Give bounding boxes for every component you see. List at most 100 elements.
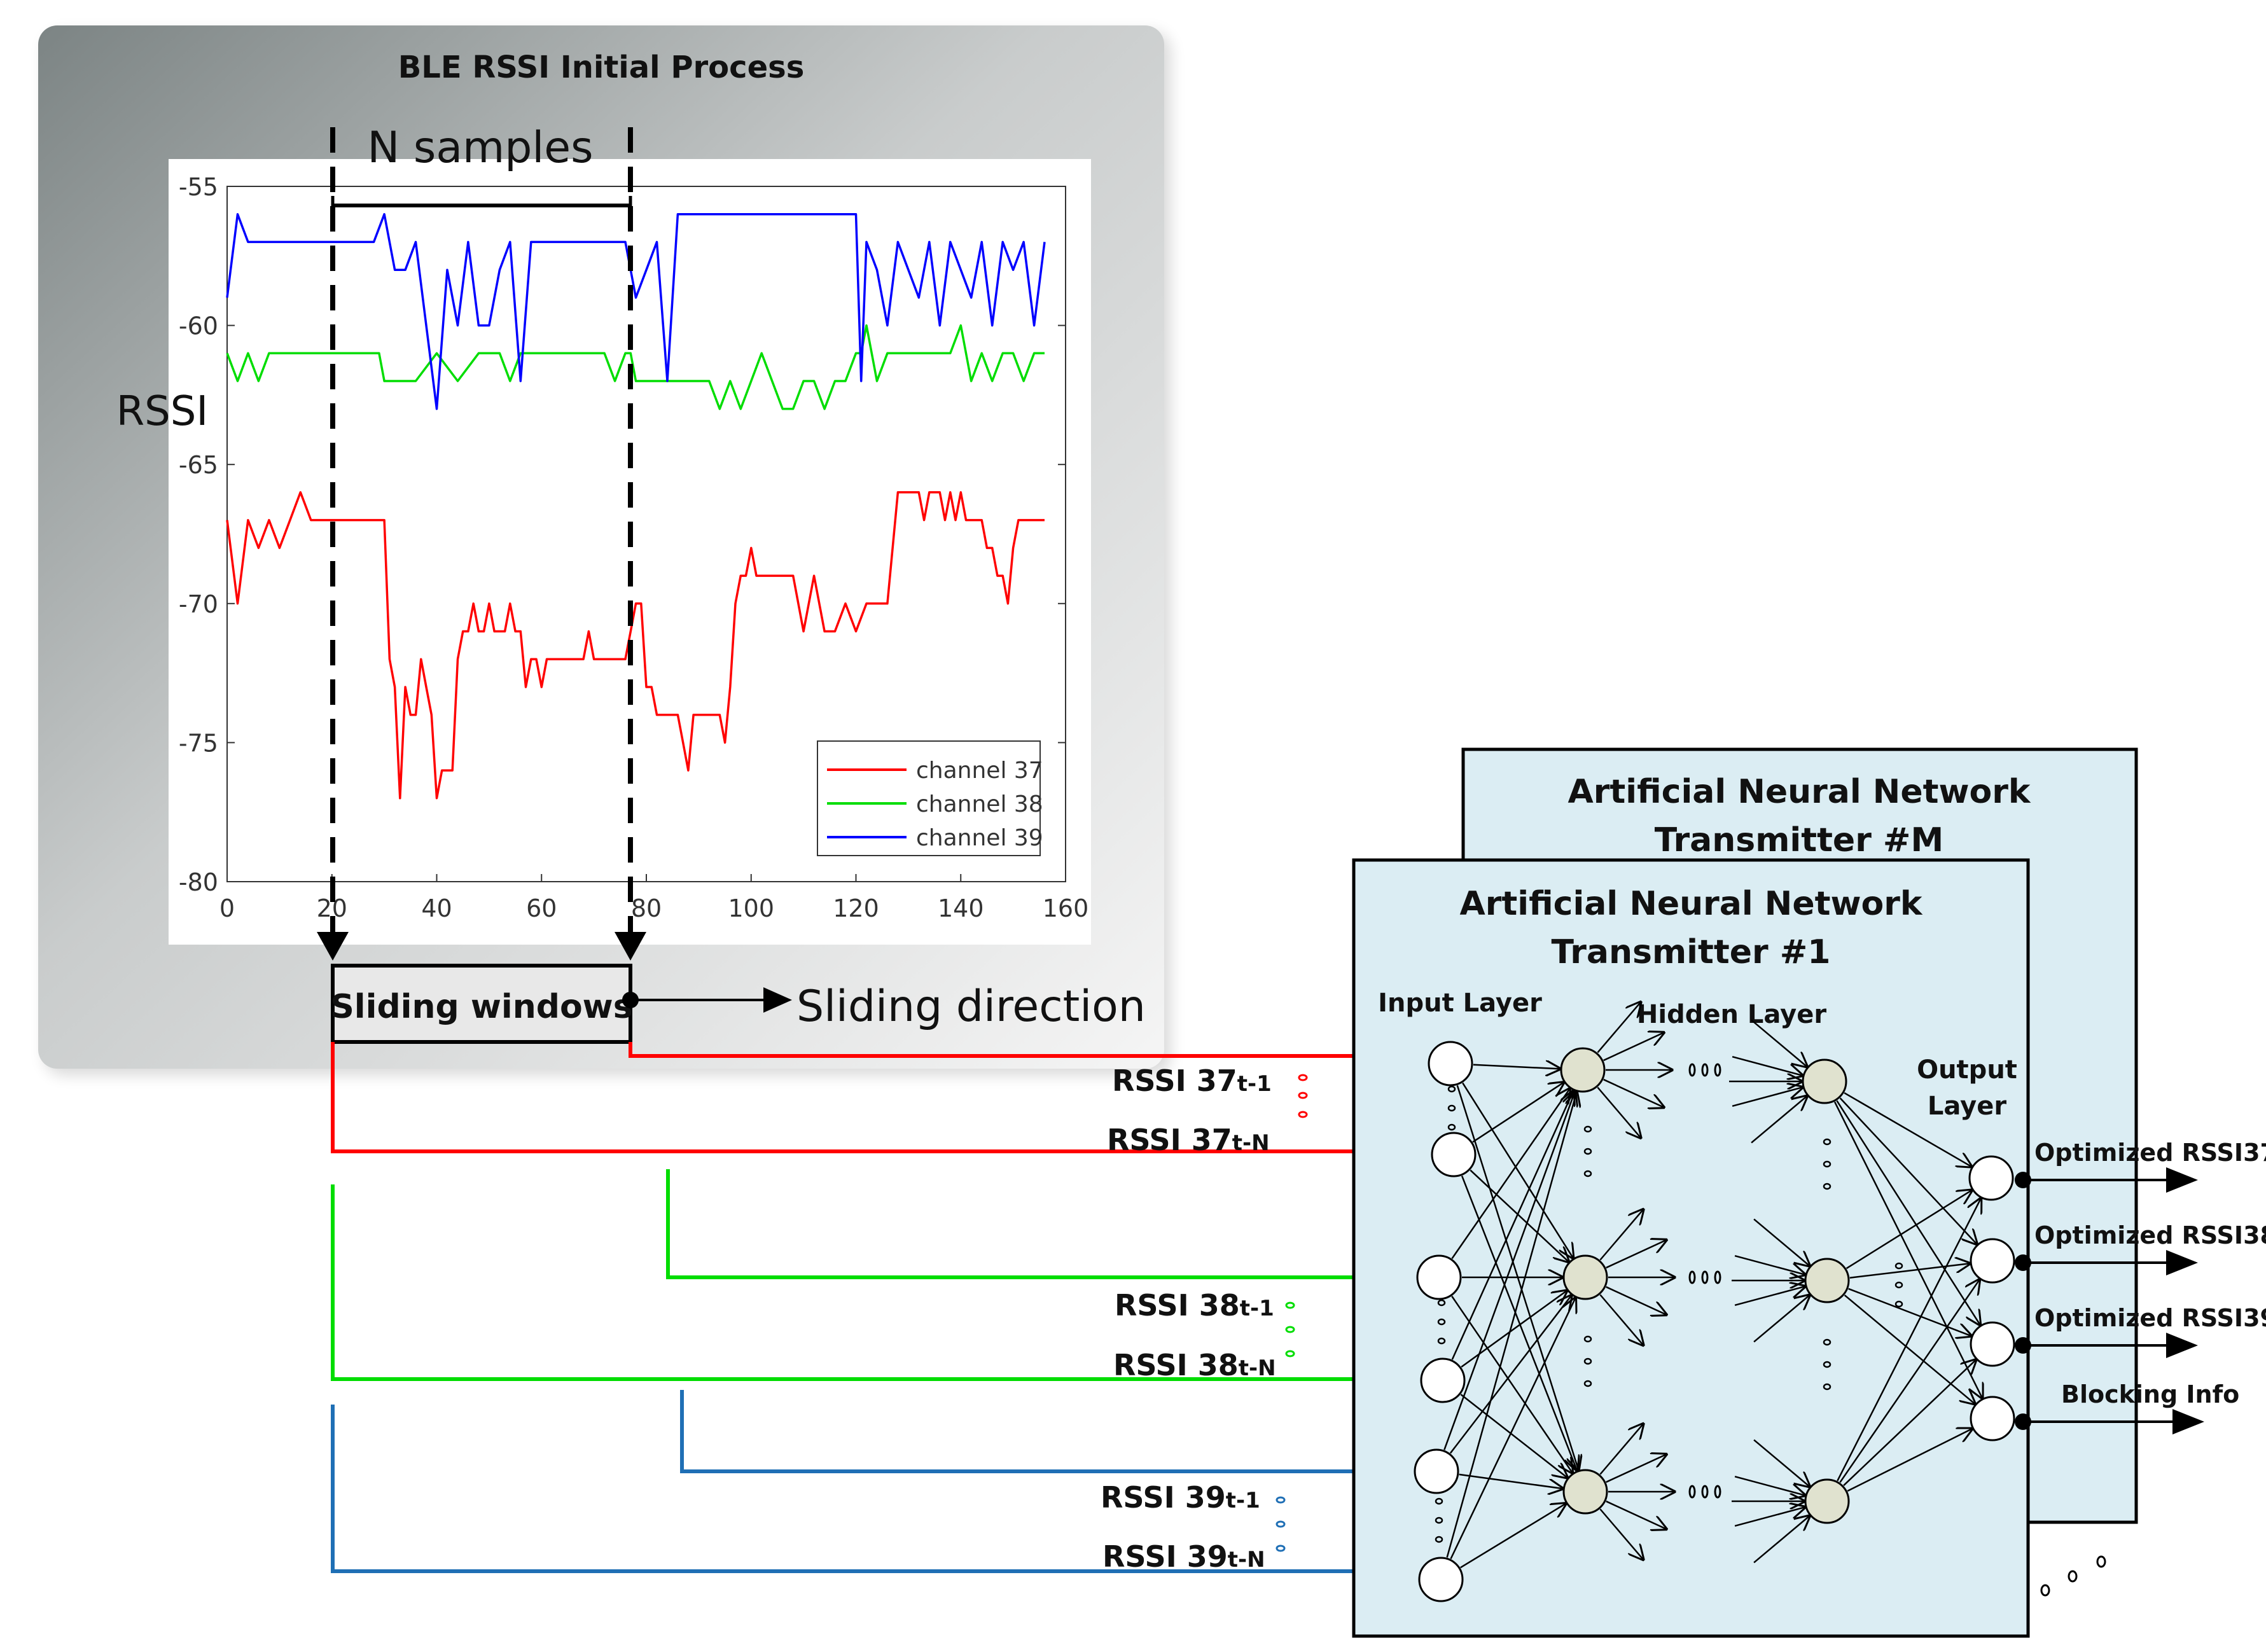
edge-hidden-fanout: [1599, 1294, 1643, 1345]
output-node: [1970, 1238, 2015, 1284]
svg-text:Optimized RSSI37: Optimized RSSI37: [2034, 1139, 2266, 1167]
x-tick-label: 40: [421, 894, 452, 922]
ann-connections: [1443, 1003, 1982, 1569]
hidden-ellipsis-dot: [1701, 1485, 1709, 1499]
edge-hidden-output: [1839, 1097, 1977, 1244]
legend-label: channel 37: [916, 758, 1043, 784]
legend-label: channel 39: [916, 825, 1043, 851]
edge-hidden-output: [1836, 1100, 1980, 1324]
x-tick-label: 140: [938, 894, 984, 922]
x-tick-label: 100: [728, 894, 774, 922]
chart-series: [226, 212, 1046, 800]
edge-hidden-fanout: [1599, 1210, 1643, 1261]
edge-hidden-fanout: [1606, 1286, 1666, 1315]
edge-hidden-fanout: [1597, 1003, 1641, 1053]
output-blocking-info: Blocking Info: [2015, 1380, 2239, 1434]
layer-ellipsis-dot: [1583, 1335, 1592, 1343]
input-label-rssi37-tN: RSSI 37t-N: [1107, 1123, 1270, 1157]
ann-m-title-line2: Transmitter #M: [1655, 821, 1944, 859]
window-end-arrow: [615, 932, 646, 961]
output-layer-label-line2: Layer: [1928, 1092, 2006, 1121]
input-node: [1431, 1132, 1477, 1177]
hidden-ellipsis-dot: [1714, 1485, 1721, 1499]
layer-ellipsis-dot: [1437, 1337, 1446, 1345]
edge-input-hidden: [1450, 1298, 1576, 1560]
edge-hidden-fanout: [1606, 1240, 1666, 1269]
layer-ellipsis-dot: [1435, 1497, 1443, 1505]
y-tick-label: -65: [179, 451, 218, 479]
sliding-direction-label: Sliding direction: [796, 982, 1146, 1032]
rssi-axis-label: RSSI: [116, 388, 209, 435]
input-node: [1414, 1448, 1459, 1494]
edge-hidden-fanout: [1599, 1508, 1643, 1559]
edge-hidden-output: [1847, 1429, 1972, 1492]
hidden-node: [1804, 1478, 1850, 1524]
sliding-windows-box: [331, 964, 632, 1044]
output-layer-label-line1: Output: [1917, 1055, 2017, 1085]
hidden-ellipsis-dot: [1688, 1063, 1696, 1077]
hidden-ellipsis-dot: [1701, 1063, 1709, 1077]
svg-text:Optimized RSSI39: Optimized RSSI39: [2034, 1304, 2266, 1332]
panel-title: BLE RSSI Initial Process: [398, 50, 805, 85]
edge-hidden-fanin: [1734, 1507, 1805, 1527]
n-samples-label: N samples: [367, 123, 593, 173]
edge-hidden-output: [1844, 1092, 1971, 1167]
hidden-node: [1802, 1059, 1847, 1104]
layer-ellipsis-dot: [1894, 1300, 1903, 1308]
edge-hidden-fanout: [1603, 1032, 1664, 1062]
layer-ellipsis-dot: [1823, 1383, 1832, 1391]
edge-input-hidden: [1459, 1473, 1563, 1489]
layer-ellipsis-dot: [1823, 1183, 1832, 1190]
hidden-ellipsis-dot: [1688, 1485, 1696, 1499]
edge-input-hidden: [1451, 1091, 1573, 1360]
edge-hidden-fanout: [1603, 1078, 1664, 1107]
edge-hidden-fanin: [1732, 1055, 1802, 1076]
layer-ellipsis-dot: [1583, 1357, 1592, 1365]
edge-hidden-output: [1844, 1295, 1975, 1404]
hidden-ellipsis-dot: [1714, 1270, 1721, 1284]
legend-label: channel 38: [916, 791, 1043, 817]
layer-ellipsis-dot: [1823, 1138, 1832, 1146]
edge-input-hidden: [1462, 1082, 1573, 1258]
series-line-channel-37: [226, 491, 1045, 800]
input-node: [1420, 1357, 1466, 1403]
layer-ellipsis-dot: [1894, 1262, 1903, 1270]
x-tick-label: 0: [219, 894, 235, 922]
input-node: [1428, 1041, 1473, 1086]
output-optimized-rssi38: Optimized RSSI38: [2015, 1221, 2266, 1275]
x-tick-label: 120: [833, 894, 879, 922]
edge-input-hidden: [1451, 1296, 1572, 1473]
input-label-rssi37-t1: RSSI 37t-1: [1112, 1064, 1272, 1098]
input-connections: [331, 1042, 1431, 1573]
edge-input-hidden: [1443, 1092, 1574, 1450]
edge-input-hidden: [1472, 1083, 1564, 1143]
layer-ellipsis-dot: [1447, 1085, 1456, 1093]
connection-rssi38-tN: [331, 1184, 1419, 1381]
layer-ellipsis-dot: [1583, 1148, 1592, 1155]
connection-rssi37-tN: [331, 1042, 1431, 1153]
input-node: [1416, 1254, 1462, 1300]
ann-1-title-line2: Transmitter #1: [1552, 933, 1831, 971]
connection-rssi38-t1: [666, 1169, 1414, 1279]
edge-hidden-fanout: [1606, 1500, 1666, 1529]
edge-input-hidden: [1449, 1296, 1571, 1454]
layer-ellipsis-dot: [1447, 1104, 1456, 1112]
layer-ellipsis-dot: [1437, 1299, 1446, 1307]
layer-ellipsis-dot: [1583, 1170, 1592, 1177]
edge-hidden-output: [1845, 1190, 1972, 1270]
ann-1-title-line1: Artificial Neural Network: [1460, 885, 1923, 923]
connection-rssi37-t1: [629, 1042, 1431, 1058]
edge-hidden-fanin: [1734, 1286, 1805, 1307]
edge-input-hidden: [1473, 1065, 1560, 1069]
edge-hidden-fanin: [1734, 1475, 1805, 1496]
layer-ellipsis-dot: [1823, 1160, 1832, 1168]
outputs: Optimized RSSI37 Optimized RSSI38 Optimi…: [2015, 1139, 2266, 1434]
hidden-layer-label: Hidden Layer: [1637, 1000, 1826, 1029]
input-label-rssi39-t1: RSSI 39t-1: [1101, 1480, 1260, 1515]
input-node: [1418, 1557, 1464, 1602]
svg-text:Optimized RSSI38: Optimized RSSI38: [2034, 1221, 2266, 1249]
stack-ellipsis: [2040, 1555, 2106, 1597]
svg-text:Blocking Info: Blocking Info: [2061, 1380, 2239, 1408]
